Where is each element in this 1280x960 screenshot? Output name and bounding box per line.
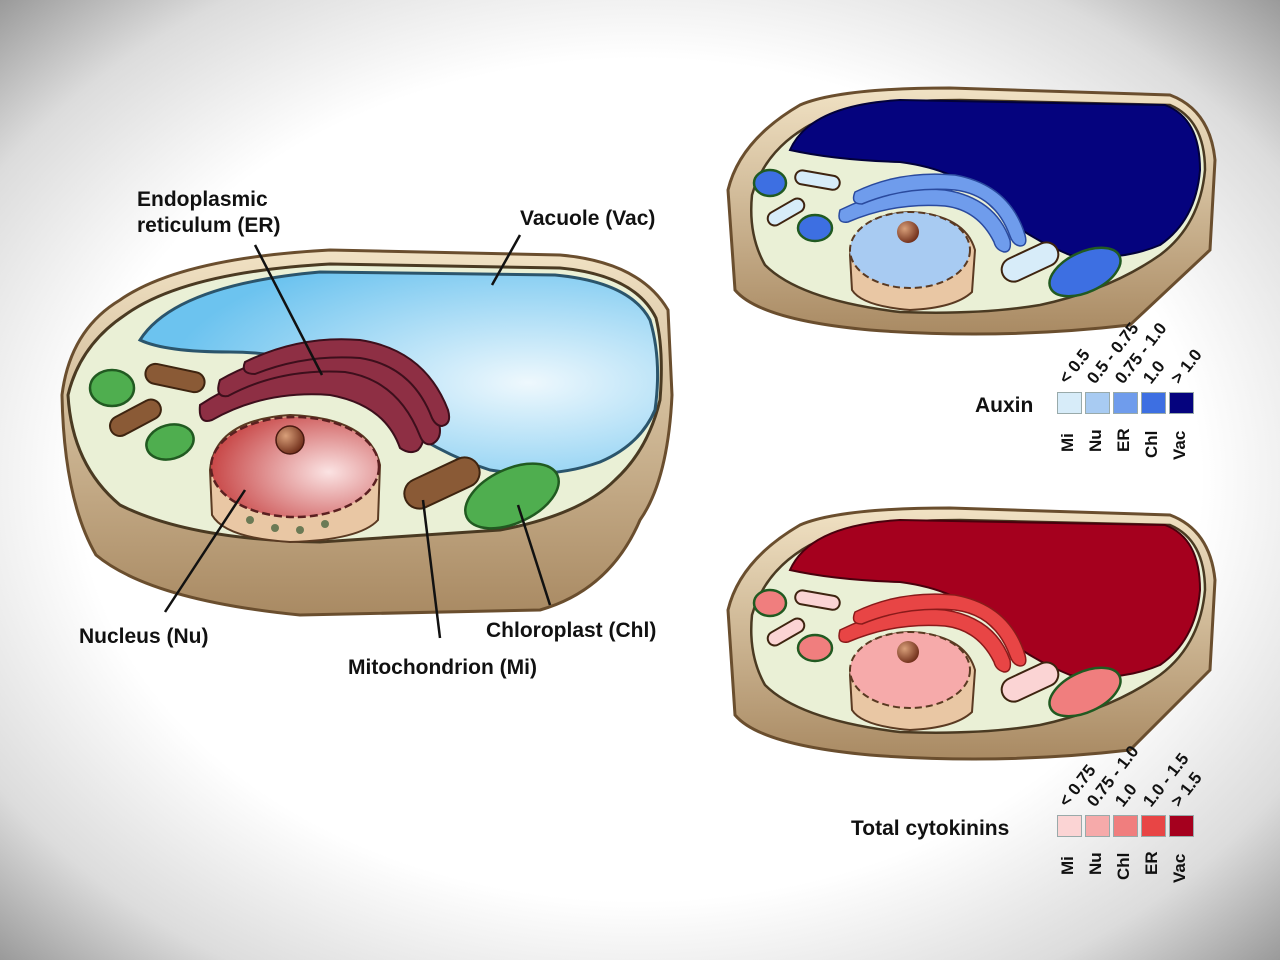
- auxin-swatch: [1141, 392, 1166, 414]
- chloroplasts: [88, 368, 560, 530]
- mitochondria: [108, 362, 481, 510]
- auxin-swatches: [1057, 392, 1194, 414]
- cytokinin-swatches: [1057, 815, 1194, 837]
- auxin-compartment: Vac: [1170, 430, 1189, 460]
- auxin-nucleus: [848, 210, 977, 312]
- leader-lines: [163, 234, 552, 639]
- cytokinin-nucleus: [848, 630, 977, 732]
- cytokinin-swatch: [1141, 815, 1166, 837]
- cytokinin-legend-title: Total cytokinins: [851, 817, 1010, 840]
- cytokinin-mitochondria: [766, 589, 1060, 703]
- cytokinin-er: [838, 593, 1027, 673]
- cytokinin-compartment: Chl: [1114, 852, 1133, 880]
- auxin-swatch: [1169, 392, 1194, 414]
- auxin-compartment: Mi: [1058, 433, 1077, 452]
- auxin-er: [838, 173, 1027, 253]
- cytokinin-compartment: Nu: [1086, 852, 1105, 875]
- auxin-compartment: ER: [1114, 428, 1133, 452]
- cytokinin-swatch: [1085, 815, 1110, 837]
- cytokinin-cell: [726, 506, 1217, 761]
- auxin-swatch: [1113, 392, 1138, 414]
- auxin-chloroplasts: [752, 168, 1122, 298]
- auxin-swatch: [1057, 392, 1082, 414]
- cytokinin-compartment: Vac: [1170, 853, 1189, 883]
- auxin-vacuole: [788, 98, 1202, 259]
- cytokinin-compartment: Mi: [1058, 856, 1077, 875]
- label-mitochondrion: Mitochondrion (Mi): [348, 656, 537, 679]
- main-cell: [60, 234, 674, 639]
- cytokinin-compartment: ER: [1142, 851, 1161, 875]
- auxin-swatch: [1085, 392, 1110, 414]
- endoplasmic-reticulum: [198, 338, 451, 454]
- label-nucleus: Nucleus (Nu): [79, 625, 209, 648]
- cytokinin-swatch: [1113, 815, 1138, 837]
- label-er: Endoplasmic reticulum (ER): [137, 188, 281, 238]
- label-chloroplast: Chloroplast (Chl): [486, 619, 657, 642]
- auxin-mitochondria: [766, 169, 1060, 283]
- label-vacuole: Vacuole (Vac): [520, 207, 656, 230]
- auxin-cell: [726, 86, 1217, 336]
- cytokinin-swatch: [1057, 815, 1082, 837]
- auxin-compartment: Nu: [1086, 429, 1105, 452]
- cytokinin-vacuole: [788, 518, 1202, 679]
- auxin-legend-title: Auxin: [975, 394, 1034, 417]
- cytokinin-swatch: [1169, 815, 1194, 837]
- cytokinin-chloroplasts: [752, 588, 1122, 718]
- nucleus: [208, 413, 382, 544]
- auxin-compartment: Chl: [1142, 430, 1161, 458]
